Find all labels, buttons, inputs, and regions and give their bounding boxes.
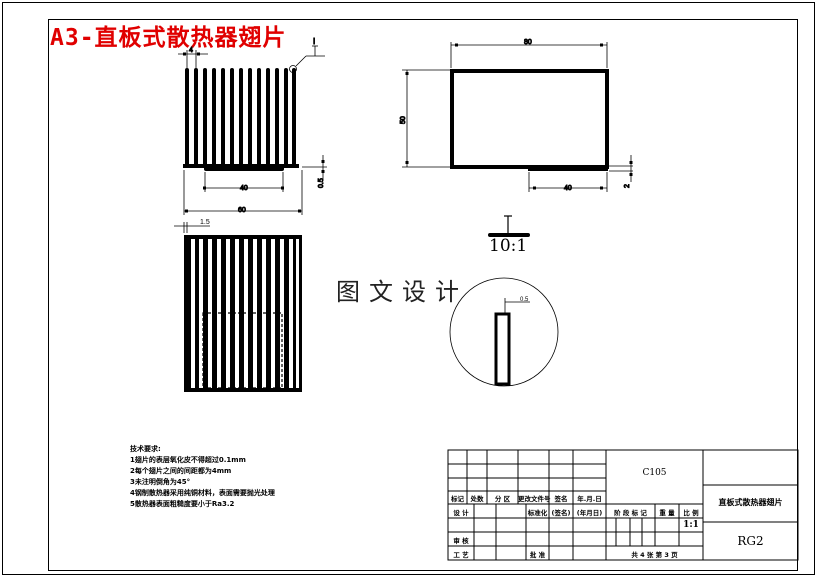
tb-date-placeholder: (年月日) [576, 509, 603, 517]
tb-part-name: 直板式散热器翅片 [718, 498, 783, 507]
dim-fin-thickness: 0.5 [520, 297, 529, 303]
technical-requirements: 技术要求: 1翅片的表层氧化皮不得超过0.1mm 2每个翅片之间的间距都为4mm… [130, 444, 275, 510]
drawing-border [48, 19, 798, 571]
drawing-title: A3-直板式散热器翅片 [50, 25, 287, 51]
dim-base-thickness: 0.5 [318, 178, 325, 188]
tb-weight-label: 重 量 [659, 509, 675, 517]
dim-side-height: 50 [400, 116, 407, 124]
front-view: 4 40 60 0.5 I [178, 37, 327, 215]
detail-view: 0.5 [449, 215, 559, 387]
tb-standardization-label: 标准化 [527, 509, 548, 517]
dim-side-width: 80 [524, 39, 532, 46]
tb-drawing-number: RG2 [737, 534, 764, 548]
tb-sheet-count: 共 4 张 第 3 页 [631, 551, 678, 559]
tb-header-mark: 标记 [451, 495, 464, 503]
dim-base-width: 40 [240, 185, 248, 192]
top-view: 1.5 [174, 219, 302, 392]
requirements-heading: 技术要求: [130, 445, 161, 453]
side-view: 80 50 40 2 [400, 39, 633, 193]
requirement-item: 5散热器表面粗糙度要小于Ra3.2 [130, 500, 235, 508]
tb-header-zone: 分 区 [494, 495, 511, 503]
title-block-grid [447, 449, 799, 561]
detail-scale-label: 10:1 [489, 236, 528, 256]
tb-header-count: 处数 [470, 495, 484, 503]
tb-design-label: 设 计 [453, 509, 469, 517]
requirement-item: 1翅片的表层氧化皮不得超过0.1mm [130, 456, 246, 464]
tb-ratio-label: 比 例 [683, 509, 699, 517]
tb-approve-label: 批 准 [529, 551, 546, 559]
requirement-item: 2每个翅片之间的间距都为4mm [130, 467, 232, 475]
dim-side-base-thickness: 2 [624, 184, 631, 188]
requirement-item: 3未注明倒角为45° [130, 478, 191, 486]
dim-overall-width: 60 [238, 207, 246, 214]
detail-ref-label: I [313, 37, 315, 46]
tb-header-signature: 签名 [554, 495, 568, 503]
tb-header-date: 年.月.日 [577, 495, 602, 503]
dim-fin-pitch: 4 [189, 47, 193, 54]
watermark-text: 图文设计 [336, 278, 468, 306]
tb-ratio-value: 1:1 [683, 520, 699, 530]
requirement-item: 4钢制散热器采用纯铜材料，表面需要抛光处理 [130, 489, 275, 497]
tb-review-label: 审 核 [453, 537, 469, 545]
tb-signature-placeholder: (签名) [551, 509, 571, 517]
tb-process-label: 工 艺 [453, 551, 469, 559]
tb-header-change-doc: 更改文件号 [518, 495, 551, 503]
dim-side-base-width: 40 [564, 185, 572, 192]
tb-stage-mark-label: 阶 段 标 记 [614, 509, 647, 517]
dim-fin-spacing: 1.5 [200, 219, 210, 226]
tb-material: C105 [642, 468, 667, 478]
